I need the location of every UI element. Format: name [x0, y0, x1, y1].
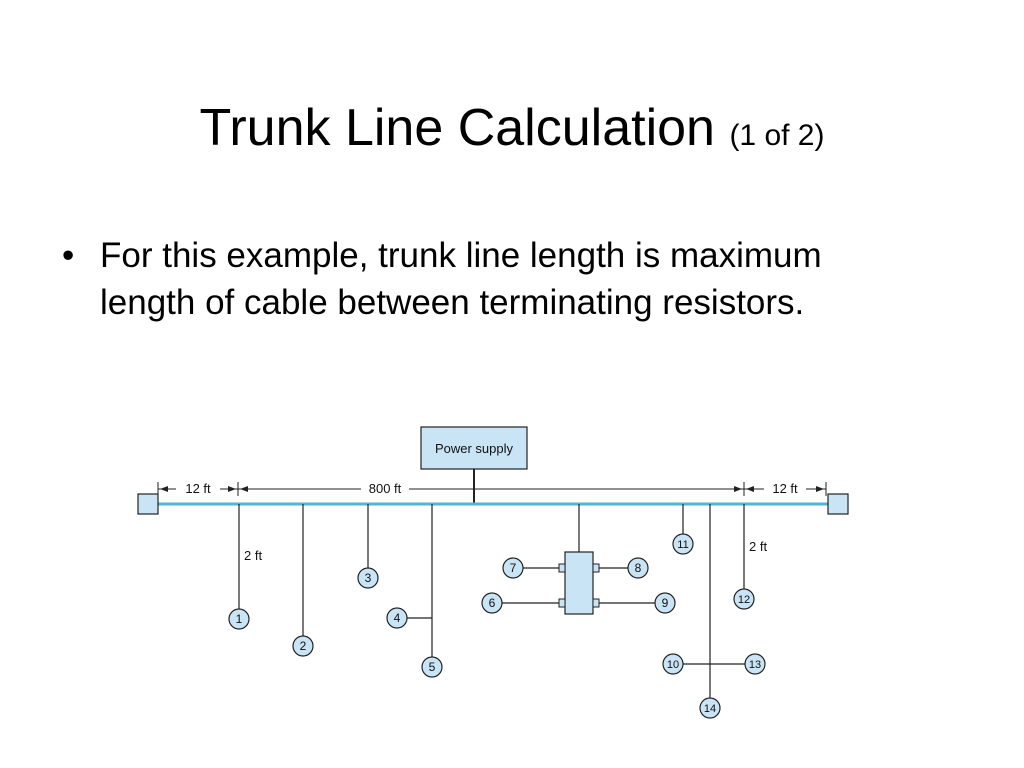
node-11-label: 11: [677, 539, 688, 551]
arrow-icon: [816, 486, 824, 492]
node-9: [654, 592, 676, 614]
node-8: [627, 557, 649, 579]
dimension-label-right: 12 ft: [772, 481, 798, 496]
dimension-label-bg: [764, 481, 806, 497]
node-1-label: 1: [236, 612, 243, 626]
node-9-label: 9: [662, 596, 669, 610]
node-12: [733, 588, 755, 610]
tap-port: [558, 598, 566, 608]
slide-title: Trunk Line Calculation (1 of 2): [0, 96, 1024, 168]
node-7-label: 7: [510, 561, 517, 575]
node-11: [672, 533, 694, 555]
dimension-label-left: 12 ft: [185, 481, 211, 496]
terminating-resistor-right: [827, 493, 849, 515]
arrow-icon: [746, 486, 754, 492]
node-2-label: 2: [300, 639, 307, 653]
node-5-label: 5: [429, 660, 436, 674]
node-4-label: 4: [394, 611, 401, 625]
node-12-label: 12: [738, 594, 750, 606]
bullet-text: For this example, trunk line length is m…: [100, 236, 822, 322]
arrow-icon: [160, 486, 168, 492]
drop-length-label-right: 2 ft: [749, 539, 767, 554]
node-2: [292, 635, 314, 657]
dimension-label-bg: [361, 481, 409, 497]
node-10-label: 10: [667, 659, 679, 671]
power-supply-label: Power supply: [435, 441, 514, 456]
tap-port: [592, 598, 600, 608]
node-3: [357, 567, 379, 589]
tap-device: [564, 551, 594, 615]
arrow-icon: [228, 486, 236, 492]
title-subtitle: (1 of 2): [729, 119, 825, 152]
node-14: [699, 697, 721, 719]
node-6: [481, 592, 503, 614]
node-3-label: 3: [365, 571, 372, 585]
tap-port: [592, 563, 600, 573]
title-main: Trunk Line Calculation: [199, 99, 715, 157]
bullet-marker: •: [62, 236, 75, 275]
arrow-icon: [240, 486, 248, 492]
node-4: [386, 607, 408, 629]
node-1: [228, 608, 250, 630]
power-supply-box: [420, 426, 528, 470]
node-7: [502, 557, 524, 579]
node-13-label: 13: [749, 659, 761, 671]
node-10: [662, 653, 684, 675]
node-6-label: 6: [489, 596, 496, 610]
drop-length-label-left: 2 ft: [244, 548, 262, 563]
node-5: [421, 656, 443, 678]
node-13: [744, 653, 766, 675]
dimension-label-bg: [176, 481, 220, 497]
tap-port: [558, 563, 566, 573]
node-14-label: 14: [704, 703, 716, 715]
node-8-label: 8: [635, 561, 642, 575]
terminating-resistor-left: [137, 493, 159, 515]
dimension-label-center: 800 ft: [369, 481, 402, 496]
arrow-icon: [734, 486, 742, 492]
